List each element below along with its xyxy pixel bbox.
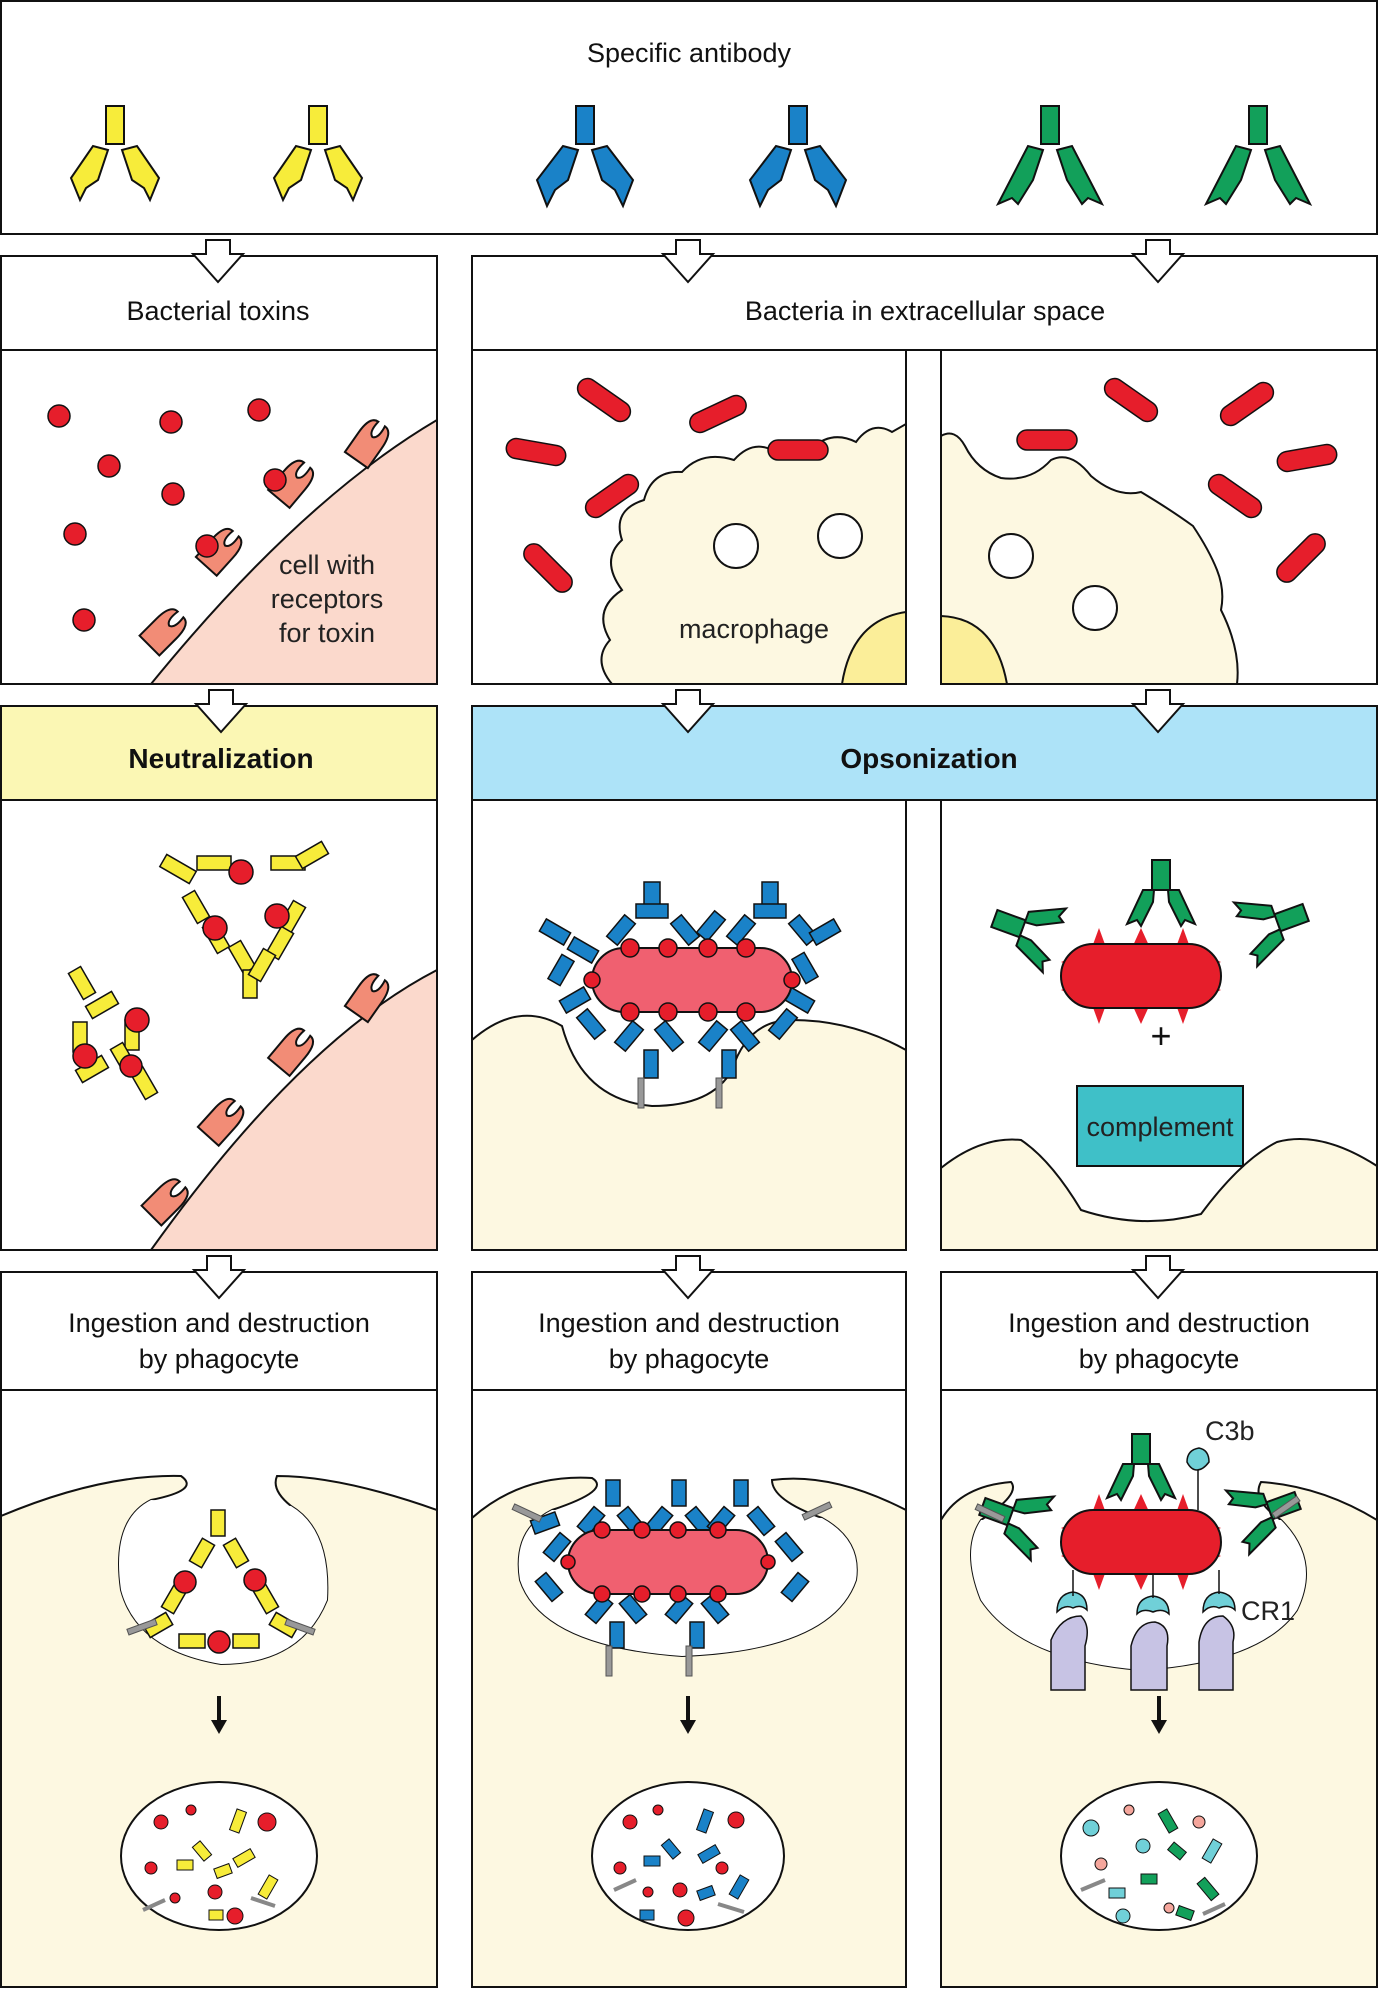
macrophage-label: macrophage xyxy=(679,614,829,644)
opsonization-antibody-panel xyxy=(472,881,906,1250)
ingestion-1-line1: Ingestion and destruction xyxy=(68,1308,370,1338)
macrophage-panel-left: macrophage xyxy=(505,377,906,684)
phagocyte-panel-3: C3b CR1 xyxy=(941,1416,1377,1987)
complement-box xyxy=(1076,1085,1244,1167)
ingestion-1-line2: by phagocyte xyxy=(139,1344,300,1374)
phagocyte-panel-2 xyxy=(472,1476,906,1987)
bacteria-header: Bacteria in extracellular space xyxy=(745,296,1105,326)
top-box xyxy=(0,0,1378,235)
opsonization-band xyxy=(471,705,1378,801)
ingestion-3-line1: Ingestion and destruction xyxy=(1008,1308,1310,1338)
cell-label-1: cell with xyxy=(279,550,375,580)
toxin-cell-panel: cell with receptors for toxin xyxy=(47,398,437,684)
opsonization-complement-panel: + complement xyxy=(941,859,1377,1250)
top-title: Specific antibody xyxy=(587,38,792,68)
ingestion-3-line2: by phagocyte xyxy=(1079,1344,1240,1374)
cr1-label: CR1 xyxy=(1241,1596,1295,1626)
plus-sign: + xyxy=(1150,1015,1171,1056)
toxins-header: Bacterial toxins xyxy=(126,296,309,326)
neutralization-label: Neutralization xyxy=(128,743,313,774)
phagocyte-panel-1 xyxy=(1,1474,437,1987)
ingestion-2-line2: by phagocyte xyxy=(609,1344,770,1374)
cell-label-2: receptors xyxy=(271,584,384,614)
opsonization-label: Opsonization xyxy=(840,743,1017,774)
cell-label-3: for toxin xyxy=(279,618,375,648)
complement-label: complement xyxy=(1086,1112,1234,1142)
macrophage-panel-right xyxy=(941,377,1338,684)
ingestion-2-line1: Ingestion and destruction xyxy=(538,1308,840,1338)
bacteria-header-box xyxy=(471,255,1378,351)
neutralization-panel xyxy=(67,840,437,1250)
c3b-label: C3b xyxy=(1205,1416,1255,1446)
